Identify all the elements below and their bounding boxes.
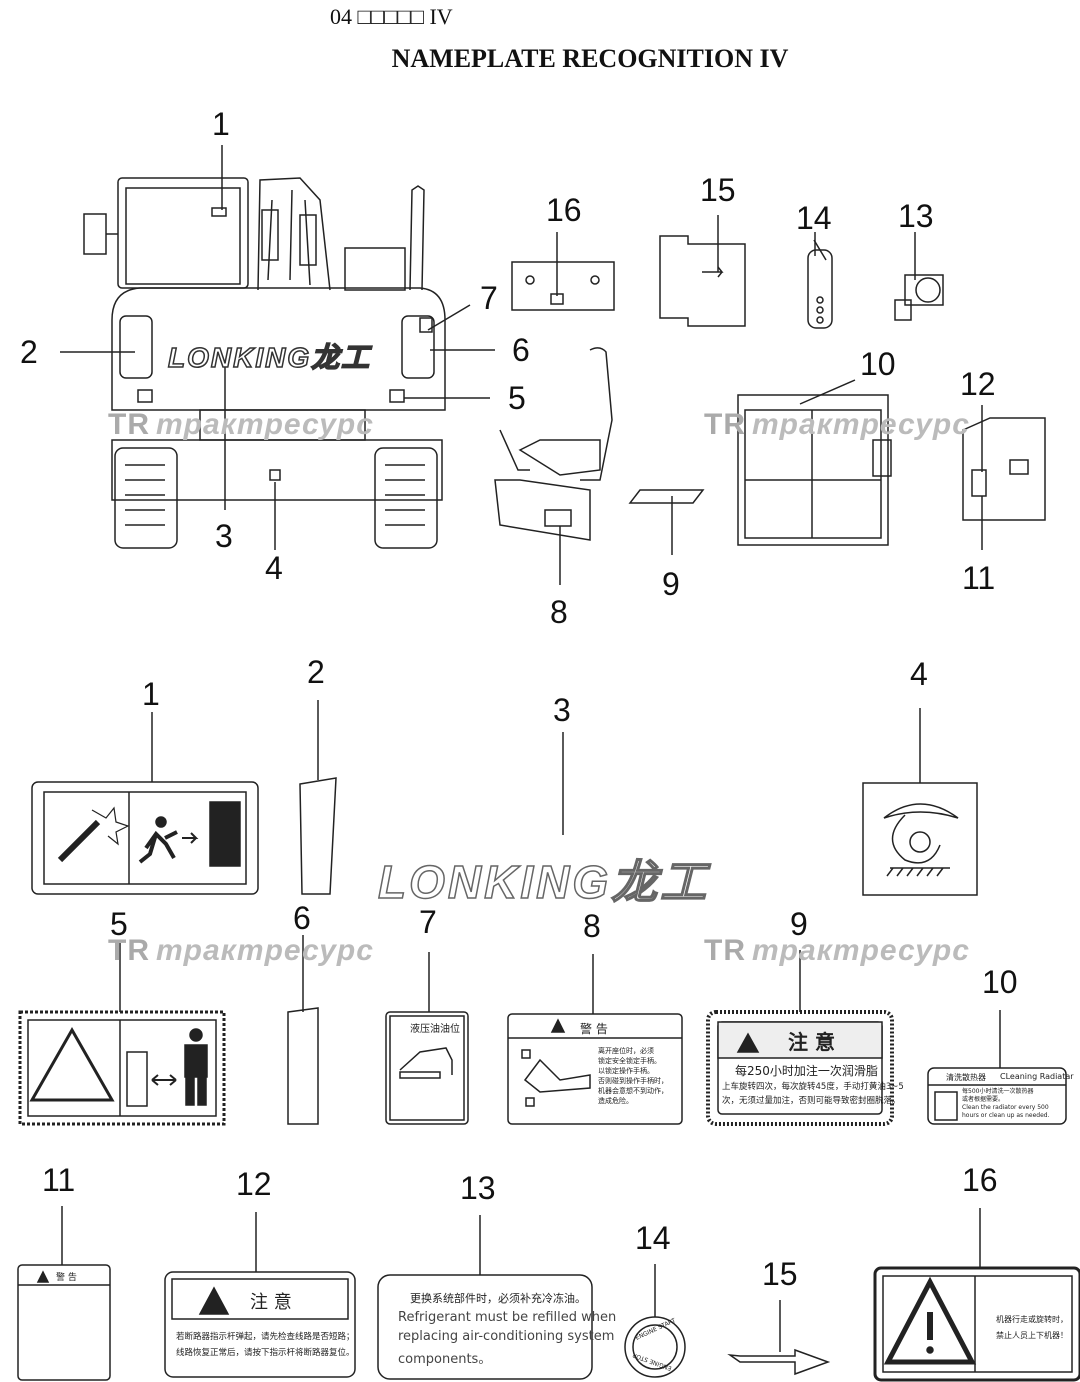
callout-2: 2 (20, 334, 38, 370)
label-number-10: 10 (982, 964, 1018, 1000)
label-7-title: 液压油油位 (410, 1024, 460, 1035)
label-13-line-cn: 更换系统部件时，必须补充冷冻油。 (410, 1292, 586, 1305)
section-header: 04 □□□□□ IV (330, 4, 453, 29)
callout-1: 1 (212, 106, 230, 142)
part-view-13 (894, 232, 944, 321)
label-10-body: 每500小时清洗一次散热器或者根据需要。 Clean the radiator … (962, 1088, 1050, 1119)
callout-13: 13 (898, 198, 934, 234)
label-12-title: 注 意 (250, 1292, 292, 1313)
label-number-2: 2 (307, 654, 325, 690)
label-number-14: 14 (635, 1220, 671, 1256)
label-12-line2: 线路恢复正常后，请按下指示杆将断路器复位。 (176, 1348, 355, 1358)
counterweight-logo: LONKING龙工 (167, 336, 372, 376)
label-9-title: 注 意 (788, 1030, 835, 1054)
callout-14: 14 (796, 200, 832, 236)
callout-10: 10 (860, 346, 896, 382)
label-9-line1: 每250小时加注一次润滑脂 (735, 1064, 878, 1078)
callout-16: 16 (546, 192, 582, 228)
callout-15: 15 (700, 172, 736, 208)
label-11-title: 警 告 (56, 1273, 77, 1283)
label-number-13: 13 (460, 1170, 496, 1206)
label-number-15: 15 (762, 1256, 798, 1292)
label-number-1: 1 (142, 676, 160, 712)
label-8-title: 警 告 (580, 1022, 608, 1036)
callout-6: 6 (512, 332, 530, 368)
label-number-11: 11 (42, 1162, 76, 1198)
part-view-14 (807, 232, 833, 329)
label-8-body: 离开座位时，必须锁定安全锁定手柄。以锁定操作手柄。 否则碰到操作手柄时，机器会意… (598, 1047, 668, 1105)
label-9-line3: 次，无须过量加注，否则可能导致密封圈脱落。 (722, 1096, 901, 1106)
callout-3: 3 (215, 518, 233, 554)
label-9-line2: 上车旋转四次，每次旋转45度，手动打黄油3~5 (722, 1082, 904, 1092)
part-view-15 (659, 215, 746, 327)
excavator-rear-view (83, 177, 446, 549)
label-13-line-en2: replacing air-conditioning system (398, 1329, 615, 1344)
logo-cn: 龙工 (310, 341, 372, 374)
label-number-3: 3 (553, 692, 571, 728)
callout-9: 9 (662, 566, 680, 602)
label-number-8: 8 (583, 908, 601, 944)
logo-text-large: LONKING (377, 855, 612, 909)
label-10-title-en: CLeaning Radiatar (1000, 1072, 1074, 1081)
label-3-logo: LONKING龙工 (377, 846, 710, 912)
callout-4: 4 (265, 550, 283, 586)
label-number-4: 4 (910, 656, 928, 692)
label-number-16: 16 (962, 1162, 998, 1198)
part-view-9 (628, 489, 705, 555)
part-view-16 (511, 232, 615, 311)
logo-cn-large: 龙工 (610, 855, 710, 909)
label-13-line-en3: components。 (398, 1352, 492, 1367)
label-16-line2: 禁止人员上下机器！ (996, 1331, 1068, 1340)
logo-text: LONKING (167, 341, 312, 374)
callout-8: 8 (550, 594, 568, 630)
page-title: NAMEPLATE RECOGNITION IV (391, 44, 789, 73)
label-number-12: 12 (236, 1166, 272, 1202)
callout-12: 12 (960, 366, 996, 402)
label-16-line1: 机器行走或旋转时， (996, 1315, 1068, 1324)
label-number-6: 6 (293, 900, 311, 936)
part-view-11-12 (962, 405, 1046, 550)
part-view-8 (494, 347, 613, 585)
label-number-7: 7 (419, 904, 437, 940)
part-view-10 (737, 379, 892, 546)
label-number-9: 9 (790, 906, 808, 942)
label-10-title-cn: 清洗散热器 (946, 1073, 986, 1082)
callout-11: 11 (962, 560, 996, 596)
label-12-line1: 若断路器指示杆弹起，请先检查线路是否短路； (176, 1332, 355, 1342)
callout-7: 7 (480, 280, 498, 316)
label-number-5: 5 (110, 906, 128, 942)
callout-5: 5 (508, 380, 526, 416)
label-13-line-en1: Refrigerant must be refilled when (398, 1310, 617, 1325)
